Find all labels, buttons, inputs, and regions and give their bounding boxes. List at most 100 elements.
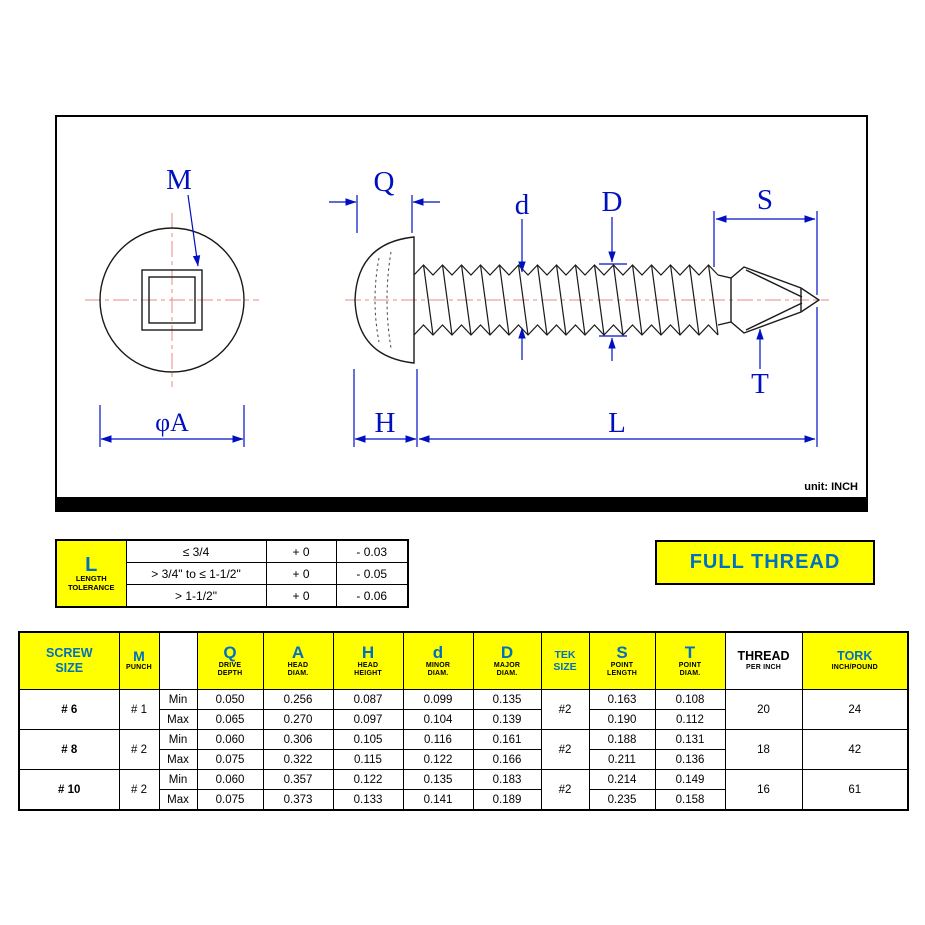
- spec-header-row: SCREW SIZE M PUNCH Q DRIVE DEPTH A HEAD …: [18, 631, 909, 690]
- dimension-major-diam: D: [599, 186, 627, 361]
- tolerance-row: > 1-1/2" + 0 - 0.06: [56, 584, 409, 608]
- screw-technical-drawing: M φA: [85, 164, 829, 447]
- header-d-minor: d MINOR DIAM.: [402, 631, 474, 690]
- cell-h-max: 0.115: [332, 749, 404, 770]
- cell-q-min: 0.060: [196, 729, 264, 750]
- label-head-diam: φA: [155, 408, 189, 437]
- cell-max-label: Max: [158, 789, 198, 811]
- label-length: L: [608, 407, 626, 439]
- dimension-head-height: H: [353, 369, 418, 447]
- spec-row-8-min: # 8 # 2 Min 0.060 0.306 0.105 0.116 0.16…: [18, 729, 909, 770]
- header-screw-size: SCREW SIZE: [18, 631, 120, 690]
- label-q: Q: [374, 166, 395, 198]
- header-a: A HEAD DIAM.: [262, 631, 334, 690]
- cell-dminor-max: 0.104: [402, 709, 474, 730]
- cell-dminor-min: 0.099: [402, 689, 474, 710]
- cell-q-max: 0.075: [196, 749, 264, 770]
- cell-a-min: 0.256: [262, 689, 334, 710]
- tolerance-range: > 1-1/2": [125, 584, 267, 608]
- spec-table: SCREW SIZE M PUNCH Q DRIVE DEPTH A HEAD …: [18, 631, 909, 811]
- tolerance-plus: + 0: [265, 562, 337, 585]
- tolerance-header-cell: L LENGTH TOLERANCE: [55, 539, 127, 608]
- cell-s-min: 0.163: [588, 689, 656, 710]
- cell-tek: #2: [540, 729, 590, 770]
- header-t: T POINT DIAM.: [654, 631, 726, 690]
- dimension-head-diam: φA: [99, 405, 245, 447]
- cell-q-max: 0.075: [196, 789, 264, 811]
- cell-a-max: 0.322: [262, 749, 334, 770]
- cell-dminor-min: 0.116: [402, 729, 474, 750]
- cell-thread-per-inch: 18: [724, 729, 803, 770]
- drill-point: [717, 266, 821, 334]
- cell-dminor-max: 0.122: [402, 749, 474, 770]
- tolerance-minus: - 0.05: [335, 562, 409, 585]
- tolerance-row: > 3/4" to ≤ 1-1/2" + 0 - 0.05: [56, 562, 409, 585]
- cell-h-max: 0.133: [332, 789, 404, 811]
- cell-thread-per-inch: 20: [724, 689, 803, 730]
- tolerance-minus: - 0.06: [335, 584, 409, 608]
- head-front-view: [99, 227, 245, 373]
- cell-h-max: 0.097: [332, 709, 404, 730]
- label-major-diam: D: [602, 186, 623, 218]
- label-head-height: H: [375, 407, 396, 439]
- cell-t-max: 0.158: [654, 789, 726, 811]
- cell-s-min: 0.188: [588, 729, 656, 750]
- tolerance-minus: - 0.03: [335, 539, 409, 563]
- spec-row-6-min: # 6 # 1 Min 0.050 0.256 0.087 0.099 0.13…: [18, 689, 909, 730]
- cell-h-min: 0.122: [332, 769, 404, 790]
- tolerance-symbol: L: [85, 554, 98, 576]
- cell-s-max: 0.190: [588, 709, 656, 730]
- tolerance-row: L LENGTH TOLERANCE ≤ 3/4 + 0 - 0.03: [55, 539, 409, 608]
- frame-bottom-bar: [57, 497, 866, 510]
- cell-q-min: 0.060: [196, 769, 264, 790]
- tolerance-range: ≤ 3/4: [125, 539, 267, 563]
- centerlines: [85, 213, 829, 387]
- cell-t-max: 0.136: [654, 749, 726, 770]
- spec-row-10-max: Max 0.075 0.373 0.133 0.141 0.189 0.235 …: [19, 789, 908, 811]
- cell-dmajor-min: 0.183: [472, 769, 542, 790]
- dimension-q: Q: [329, 166, 440, 233]
- cell-tork: 24: [801, 689, 909, 730]
- header-tork: TORK INCH/POUND: [801, 631, 909, 690]
- dimension-minor-diam: d: [515, 189, 530, 360]
- dimension-length: L: [418, 307, 818, 447]
- cell-dmajor-min: 0.161: [472, 729, 542, 750]
- cell-a-max: 0.373: [262, 789, 334, 811]
- header-h: H HEAD HEIGHT: [332, 631, 404, 690]
- cell-t-max: 0.112: [654, 709, 726, 730]
- cell-dmajor-max: 0.166: [472, 749, 542, 770]
- cell-a-min: 0.306: [262, 729, 334, 750]
- cell-t-min: 0.131: [654, 729, 726, 750]
- dimension-m: M: [166, 164, 201, 267]
- cell-size: # 8: [18, 729, 120, 770]
- technical-drawing-frame: M φA: [55, 115, 868, 512]
- cell-size: # 10: [18, 769, 120, 811]
- cell-dminor-min: 0.135: [402, 769, 474, 790]
- length-tolerance-table: L LENGTH TOLERANCE ≤ 3/4 + 0 - 0.03 > 3/…: [55, 539, 409, 608]
- spec-row-6-max: Max 0.065 0.270 0.097 0.104 0.139 0.190 …: [19, 709, 908, 730]
- tolerance-plus: + 0: [265, 539, 337, 563]
- cell-s-min: 0.214: [588, 769, 656, 790]
- cell-tork: 42: [801, 729, 909, 770]
- cell-thread-per-inch: 16: [724, 769, 803, 811]
- cell-dmajor-max: 0.139: [472, 709, 542, 730]
- cell-tek: #2: [540, 769, 590, 811]
- spec-row-10-min: # 10 # 2 Min 0.060 0.357 0.122 0.135 0.1…: [18, 769, 909, 811]
- full-thread-badge: FULL THREAD: [655, 540, 875, 585]
- cell-q-min: 0.050: [196, 689, 264, 710]
- cell-s-max: 0.211: [588, 749, 656, 770]
- cell-s-max: 0.235: [588, 789, 656, 811]
- unit-label: unit: INCH: [804, 481, 858, 493]
- cell-dminor-max: 0.141: [402, 789, 474, 811]
- cell-q-max: 0.065: [196, 709, 264, 730]
- cell-punch: # 2: [118, 729, 160, 770]
- spec-row-8-max: Max 0.075 0.322 0.115 0.122 0.166 0.211 …: [19, 749, 908, 770]
- header-m-punch: M PUNCH: [118, 631, 160, 690]
- tolerance-plus: + 0: [265, 584, 337, 608]
- tolerance-subtitle-1: LENGTH: [75, 574, 107, 583]
- cell-h-min: 0.105: [332, 729, 404, 750]
- label-point-diam: T: [751, 368, 769, 400]
- label-minor-diam: d: [515, 189, 530, 221]
- cell-max-label: Max: [158, 749, 198, 770]
- cell-punch: # 2: [118, 769, 160, 811]
